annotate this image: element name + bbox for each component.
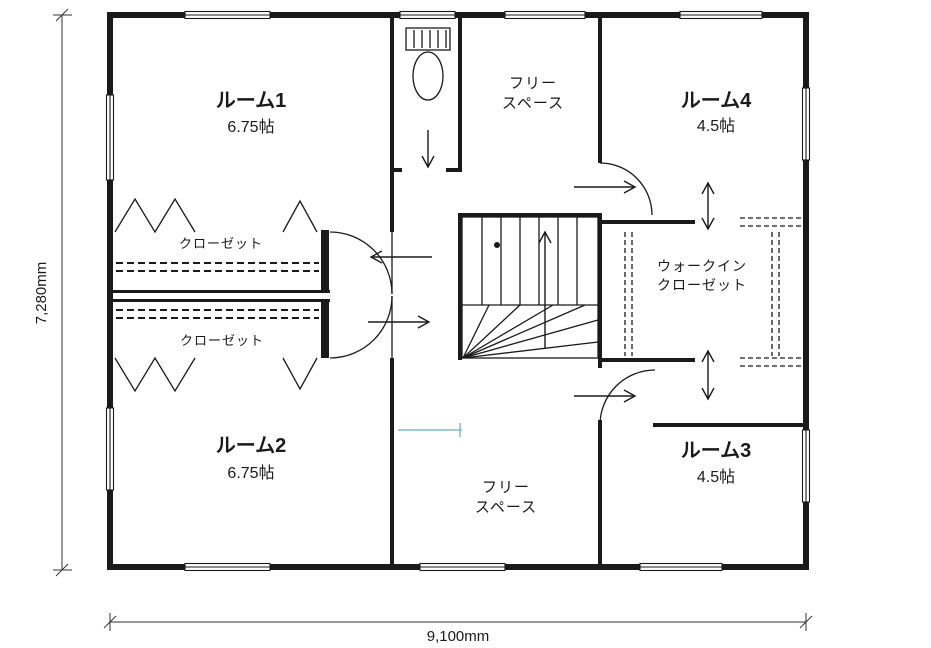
closet-bottom-unit <box>114 309 319 393</box>
windows <box>105 10 811 572</box>
window-room4-top <box>679 10 763 20</box>
room3-label: ルーム3 4.5帖 <box>681 440 752 486</box>
walk-in-closet <box>624 217 803 367</box>
room1-label: ルーム1 6.75帖 <box>216 90 287 136</box>
free-space-top-label: フリー スペース <box>502 75 564 112</box>
arrow-room2-entry <box>368 315 431 329</box>
folding-door-icon <box>282 357 318 391</box>
door-arc-room1 <box>329 231 393 295</box>
room3-name: ルーム3 <box>681 440 752 462</box>
flow-arrows <box>368 130 715 403</box>
free-space-bottom-line2: スペース <box>475 499 537 516</box>
free-space-top-line2: スペース <box>502 95 564 112</box>
arrow-toilet-entry <box>421 130 435 169</box>
closet-bottom-label: クローゼット <box>180 333 264 348</box>
room1-name: ルーム1 <box>216 90 287 112</box>
room1-size: 6.75帖 <box>227 118 274 136</box>
doors <box>329 162 656 426</box>
room4-label: ルーム4 4.5帖 <box>681 90 752 135</box>
window-freespace-bottom <box>419 562 506 572</box>
folding-door-icon <box>282 199 318 233</box>
window-room1-top <box>184 10 271 20</box>
toilet-icon <box>405 27 451 101</box>
window-room2-bottom <box>184 562 271 572</box>
arrow-wic-bottom <box>701 349 715 401</box>
free-space-bottom-label: フリー スペース <box>475 479 537 516</box>
window-room2-left <box>105 407 115 491</box>
arrow-wic-top <box>701 181 715 231</box>
stair-direction-arrow <box>494 230 552 348</box>
arrow-room3-entry <box>574 389 637 403</box>
dimension-width: 9,100mm <box>103 613 813 645</box>
stairs <box>461 216 599 359</box>
dimension-height-label: 7,280mm <box>33 262 50 325</box>
window-room4-right <box>801 87 811 161</box>
room2-name: ルーム2 <box>216 435 287 457</box>
dimension-height: 7,280mm <box>33 8 72 577</box>
door-arc-room4 <box>599 162 653 216</box>
room4-size: 4.5帖 <box>697 117 735 135</box>
room4-name: ルーム4 <box>681 90 752 112</box>
folding-door-icon <box>114 197 196 234</box>
door-arc-room3 <box>599 369 656 426</box>
window-toilet-top <box>399 10 456 20</box>
door-arc-room2 <box>329 295 393 359</box>
outer-walls <box>107 12 809 570</box>
free-space-top-line1: フリー <box>509 75 557 92</box>
dimension-width-label: 9,100mm <box>427 628 490 645</box>
arrow-room1-entry <box>369 250 432 264</box>
arrow-room4-entry <box>574 180 637 194</box>
window-freespace-top <box>504 10 586 20</box>
wic-line2: クローゼット <box>657 277 747 293</box>
window-room3-right <box>801 429 811 503</box>
interior-walls <box>107 15 806 570</box>
window-room3-bottom <box>639 562 723 572</box>
folding-door-icon <box>114 356 196 393</box>
room2-label: ルーム2 6.75帖 <box>216 435 287 482</box>
free-space-bottom-line1: フリー <box>482 479 530 496</box>
closet-top-label: クローゼット <box>179 236 263 251</box>
room3-size: 4.5帖 <box>697 468 735 486</box>
wic-label: ウォークイン クローゼット <box>657 258 747 293</box>
cad-marker <box>398 423 462 437</box>
window-room1-left <box>105 94 115 181</box>
room2-size: 6.75帖 <box>227 464 274 482</box>
closet-top-unit <box>114 197 319 272</box>
wic-line1: ウォークイン <box>657 258 747 274</box>
